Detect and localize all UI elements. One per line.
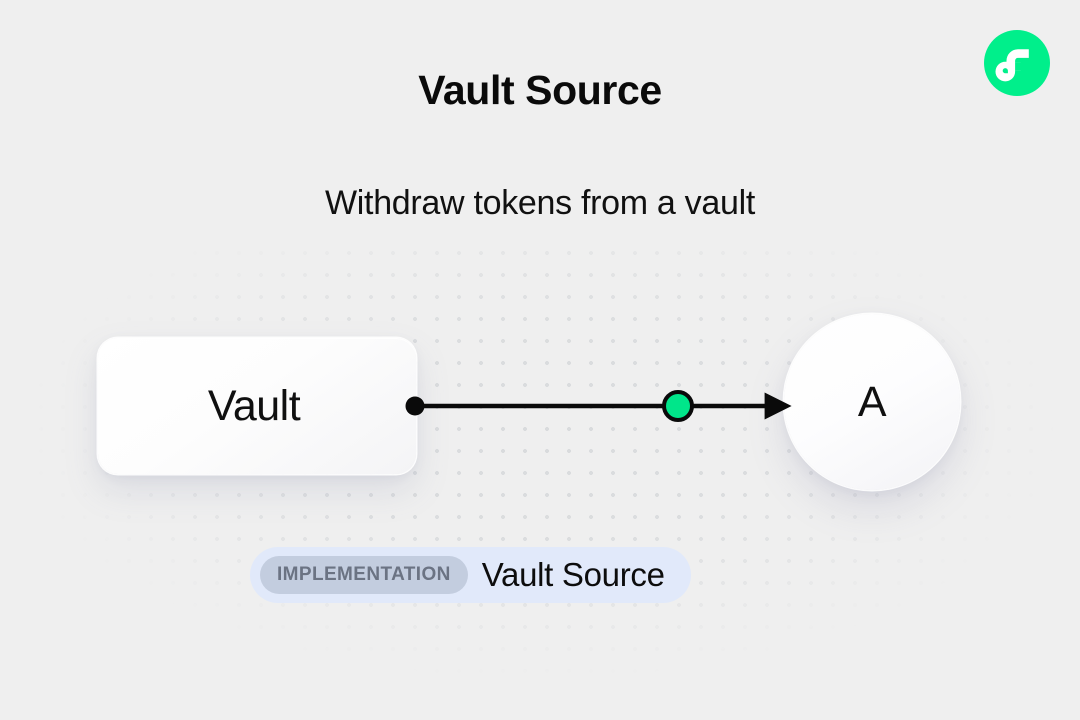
implementation-tag: IMPLEMENTATION [260,556,468,594]
node-vault[interactable]: Vault [98,338,416,474]
edge-midpoint-dot[interactable] [662,390,694,422]
page-subtitle: Withdraw tokens from a vault [325,184,755,222]
implementation-name: Vault Source [481,556,665,593]
implementation-badge[interactable]: IMPLEMENTATION Vault Source [250,547,691,603]
node-vault-label: Vault [207,381,301,430]
node-a-label: A [857,377,887,426]
flow-logo-icon [984,30,1050,96]
page-title: Vault Source [418,67,662,113]
node-a[interactable]: A [784,314,960,490]
